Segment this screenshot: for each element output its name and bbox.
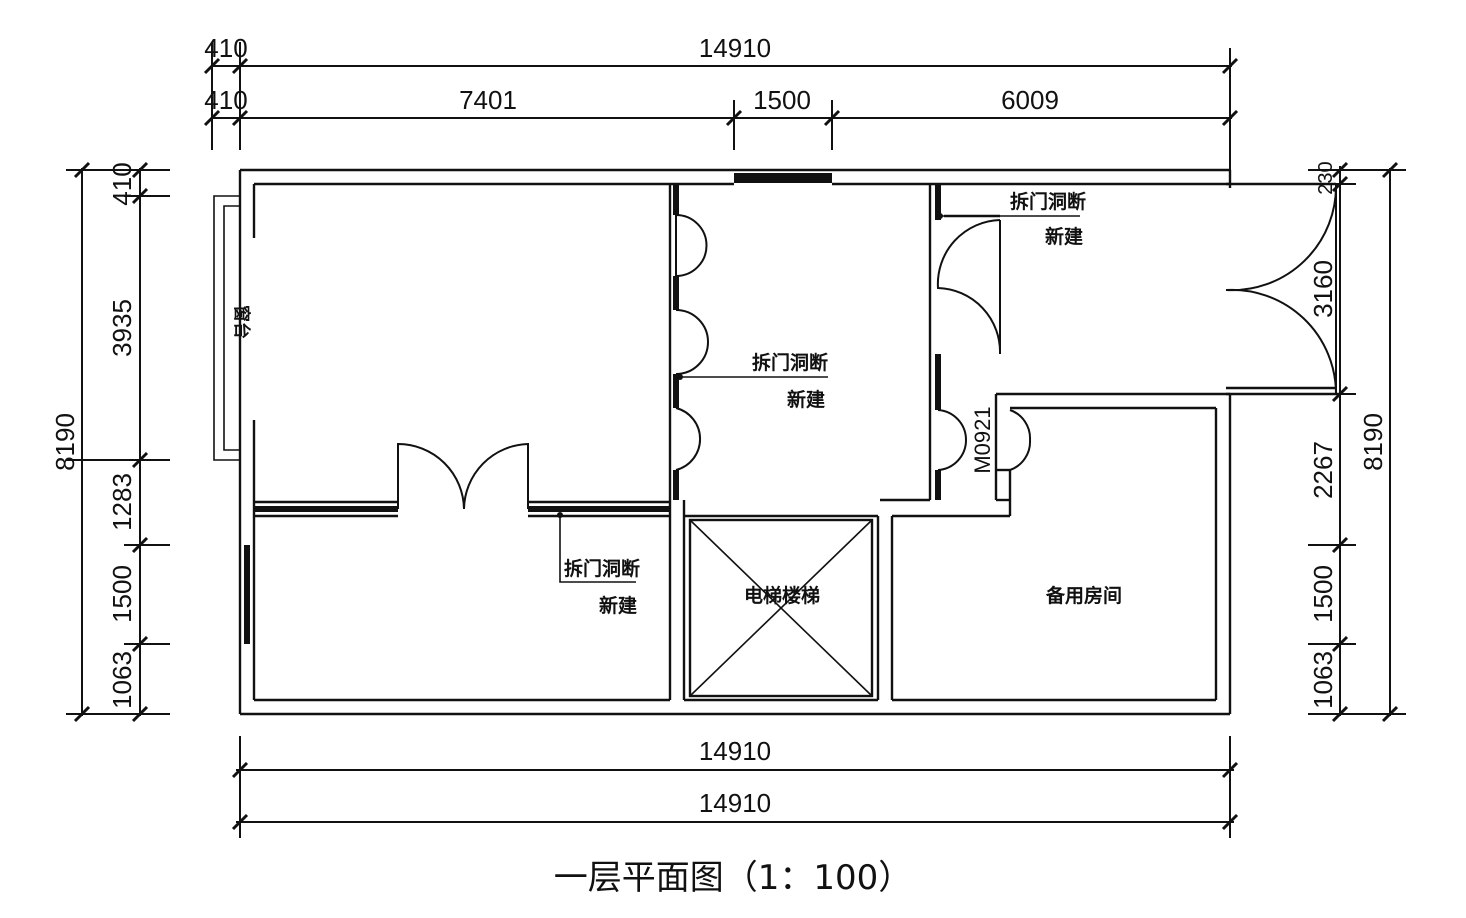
dim-left-s5: 1063 xyxy=(107,651,137,709)
dim-left-s2: 3935 xyxy=(107,299,137,357)
dim-right-total: 8190 xyxy=(1358,413,1388,471)
dim-right-s2: 3160 xyxy=(1308,260,1338,318)
doors xyxy=(397,183,1338,510)
note-leaders xyxy=(557,213,1080,583)
dim-top-seg-left: 410 xyxy=(204,85,247,115)
dim-top-overall-left: 410 xyxy=(204,33,247,63)
dim-top-seg2: 1500 xyxy=(753,85,811,115)
spare-room-label: 备用房间 xyxy=(1045,584,1122,607)
top-window xyxy=(734,173,832,183)
dim-bottom-row1: 14910 xyxy=(699,736,771,766)
dim-left-total: 8190 xyxy=(50,413,80,471)
walls xyxy=(213,168,1340,716)
note-top-right-line2: 新建 xyxy=(1045,225,1083,248)
dim-bottom-row2: 14910 xyxy=(699,788,771,818)
dim-top-seg1: 7401 xyxy=(459,85,517,115)
note-mid-line2: 新建 xyxy=(787,388,825,411)
dim-top-overall-total: 14910 xyxy=(699,33,771,63)
note-top-right-line1: 拆门洞断 xyxy=(1010,190,1086,213)
right-dimension-lines xyxy=(1308,161,1406,723)
elevator-label: 电梯楼梯 xyxy=(744,584,820,607)
note-low-line2: 新建 xyxy=(599,594,637,617)
top-dimension-lines xyxy=(203,42,1239,170)
dim-left-s3: 1283 xyxy=(107,473,137,531)
dim-left-s1: 410 xyxy=(107,162,137,205)
dim-right-s5: 1063 xyxy=(1308,651,1338,709)
dim-right-s3: 2267 xyxy=(1308,441,1338,499)
dim-top-seg3: 6009 xyxy=(1001,85,1059,115)
left-dimension-lines xyxy=(66,161,170,723)
elevator-shaft xyxy=(688,518,874,698)
dim-left-s4: 1500 xyxy=(107,565,137,623)
window-left-label: 窗台 xyxy=(231,305,252,339)
dim-right-s4: 1500 xyxy=(1308,565,1338,623)
note-mid-line1: 拆门洞断 xyxy=(752,351,828,374)
dim-right-s1: 230 xyxy=(1315,161,1337,194)
door-code-label: M0921 xyxy=(970,406,995,473)
drawing-title: 一层平面图（1：100） xyxy=(554,858,913,898)
note-low-line1: 拆门洞断 xyxy=(564,557,640,580)
bottom-dimension-lines xyxy=(231,736,1239,838)
